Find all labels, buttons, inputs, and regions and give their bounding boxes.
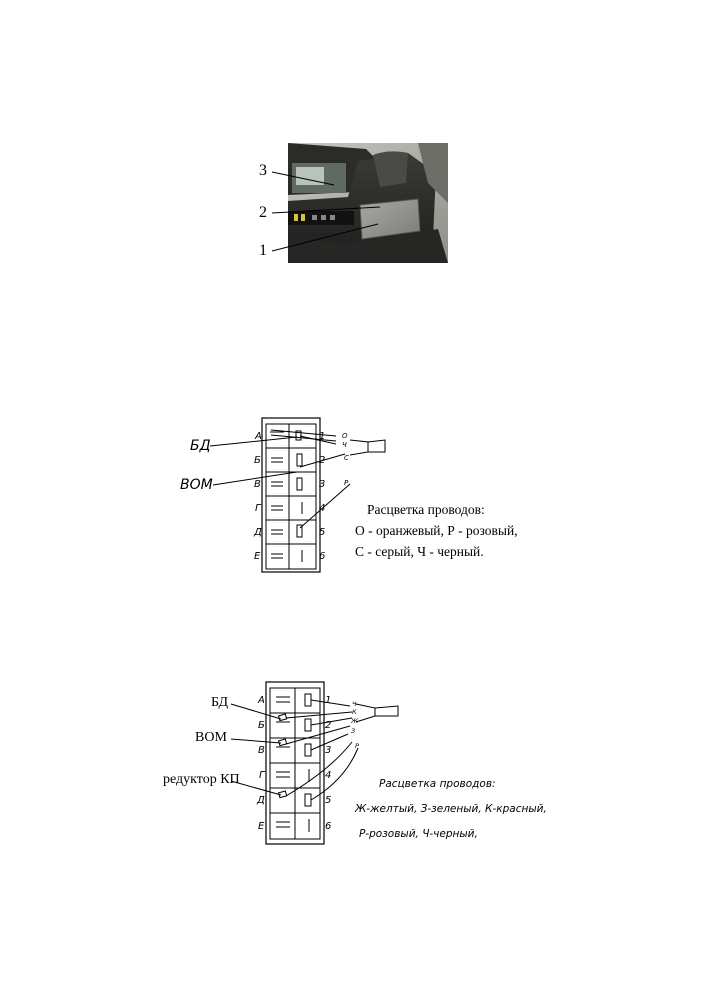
wire-letter-zh-2: Ж	[350, 717, 359, 725]
switch-block-outer	[261, 417, 321, 573]
legend-1-line-1: О - оранжевый, Р - розовый,	[355, 523, 518, 538]
row-letter-g-2: Г	[259, 770, 266, 781]
legend-2-line-1: Ж-желтый, З-зеленый, К-красный,	[355, 803, 547, 815]
label-bd-1: БД	[190, 438, 211, 454]
label-bd-2: БД	[211, 695, 229, 710]
row-letter-a-2: А	[257, 695, 265, 706]
label-leader-vom-2	[230, 738, 282, 744]
left-column-switch-marks-2	[277, 713, 288, 799]
legend-1-line-2: С - серый, Ч - черный.	[355, 544, 484, 559]
terminal-number-3: 3	[319, 479, 325, 490]
label-vom-1: ВОМ	[180, 477, 213, 493]
terminal-number-3-2: 3	[325, 745, 331, 756]
row-letter-d-2: Д	[256, 795, 265, 806]
callout-number-2: 2	[259, 204, 267, 221]
label-leader-bd-2	[230, 703, 282, 720]
label-leader-reducer-2	[230, 780, 282, 796]
terminal-number-6-2: 6	[325, 821, 331, 832]
legend-2-title: Расцветка проводов:	[379, 778, 496, 790]
row-letter-e: Е	[254, 551, 261, 562]
wire-letter-z-2: З	[351, 727, 355, 735]
row-letter-v: В	[254, 479, 261, 490]
label-leader-bd-1	[209, 436, 298, 447]
right-column-switch-marks	[295, 430, 303, 562]
row-letter-a: А	[254, 431, 262, 442]
row-letter-e-2: Е	[258, 821, 265, 832]
label-reducer-2: редуктор КП	[163, 772, 240, 787]
wire-harness-2	[285, 699, 399, 801]
callout-number-3: 3	[259, 162, 267, 179]
row-letter-d: Д	[253, 527, 262, 538]
terminal-number-1: 1	[319, 431, 325, 442]
wire-letter-r-2: Р	[355, 742, 359, 750]
wire-letter-ch: Ч	[342, 441, 347, 449]
label-vom-2: ВОМ	[195, 730, 227, 745]
switch-row-separators-2	[270, 712, 320, 814]
wire-letter-s: С	[344, 454, 349, 462]
callout-number-1: 1	[259, 242, 267, 259]
wire-color-legend-1: Расцветка проводов: О - оранжевый, Р - р…	[355, 499, 518, 562]
row-letter-g: Г	[255, 503, 262, 514]
legend-2-line-2: Р-розовый, Ч-черный,	[359, 828, 478, 840]
leader-line-1	[271, 223, 379, 252]
row-letter-v-2: В	[258, 745, 265, 756]
wire-color-legend-2: Расцветка проводов: Ж-желтый, З-зеленый,…	[355, 772, 547, 847]
left-column-dashes	[270, 431, 284, 559]
terminal-number-5-2: 5	[325, 795, 331, 806]
wire-letter-r: Р	[344, 479, 349, 487]
wire-letter-o: О	[342, 432, 348, 440]
switch-row-separators	[266, 447, 316, 545]
left-column-dashes-2	[276, 696, 290, 828]
label-leader-vom-1	[212, 471, 298, 486]
terminal-number-5: 5	[319, 527, 325, 538]
leader-line-3	[271, 171, 335, 186]
terminal-number-4-2: 4	[325, 770, 331, 781]
terminal-number-6: 6	[319, 551, 325, 562]
wire-letter-ch-2: Ч	[352, 700, 357, 708]
row-letter-b: Б	[254, 455, 261, 466]
wire-letter-k-2: К	[352, 708, 357, 716]
row-letter-b-2: Б	[258, 720, 265, 731]
terminal-number-1-2: 1	[325, 695, 331, 706]
legend-1-title: Расцветка проводов:	[367, 502, 485, 517]
terminal-number-2-2: 2	[325, 720, 331, 731]
switch-block-outer-2	[265, 681, 325, 845]
leader-line-2	[271, 206, 381, 214]
wire-harness-1	[270, 429, 386, 529]
